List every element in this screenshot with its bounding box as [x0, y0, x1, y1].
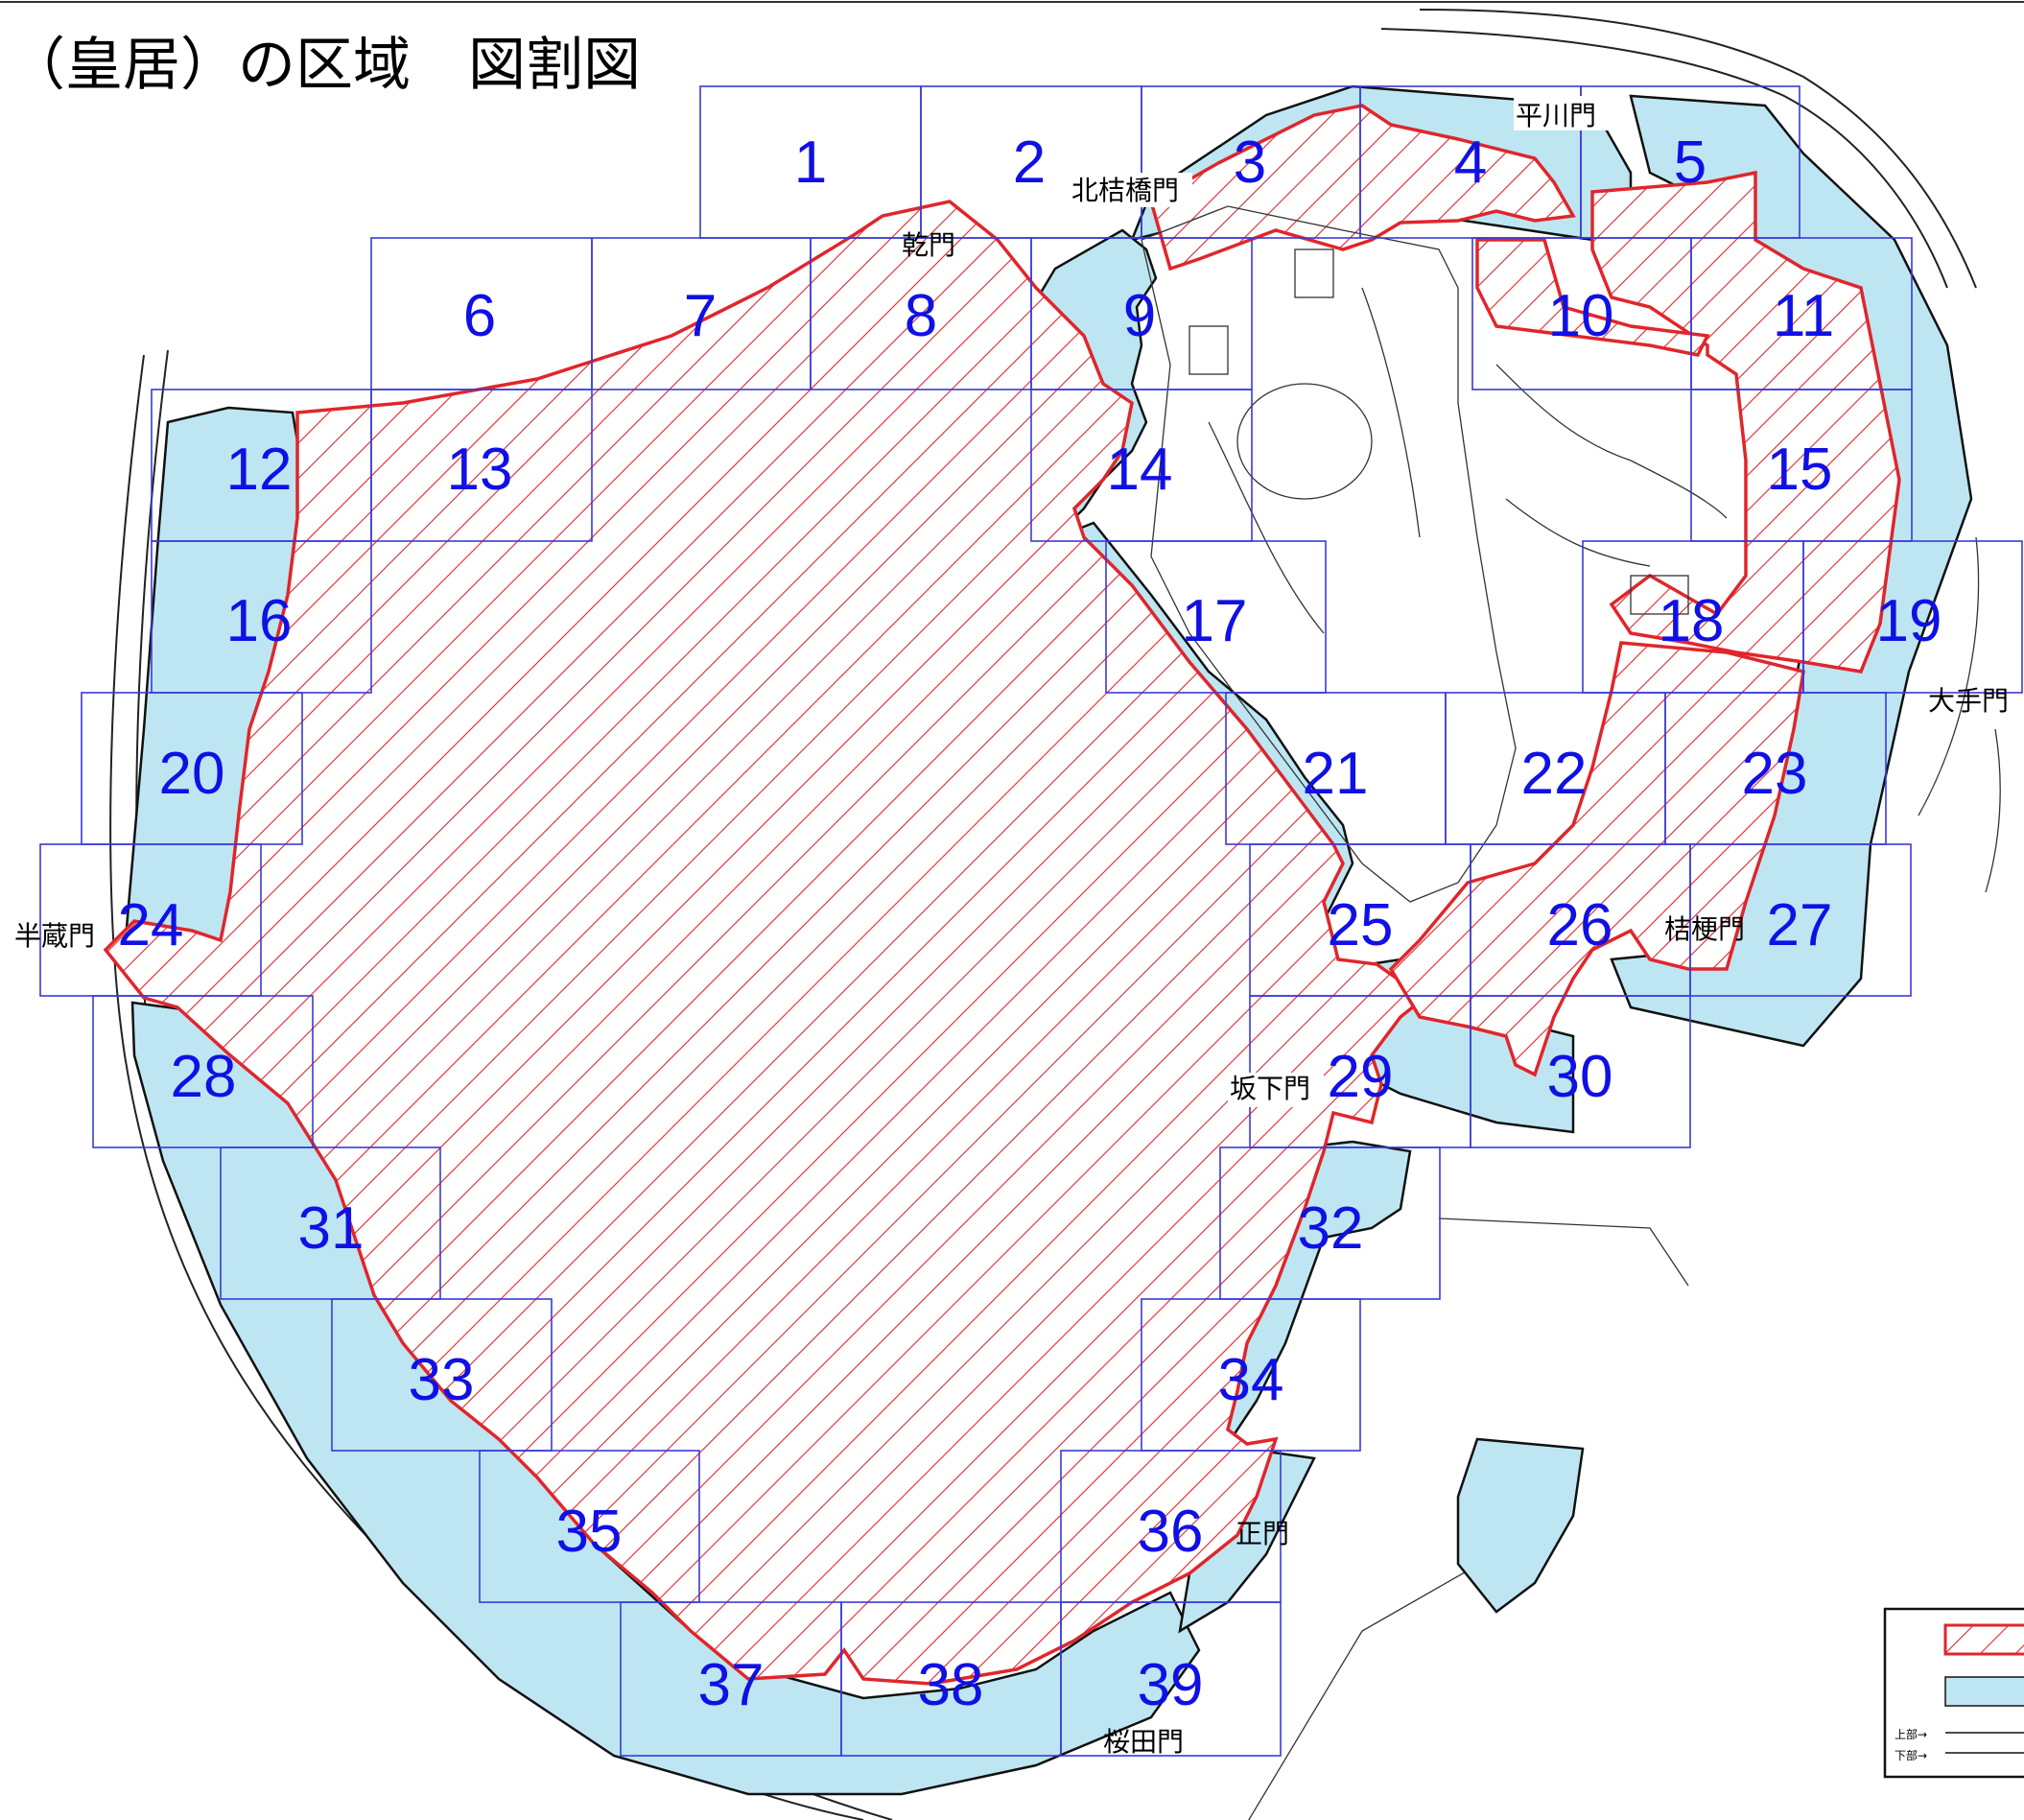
section-label: 22 — [1521, 741, 1588, 807]
section-label: 14 — [1107, 437, 1173, 503]
section-label: 4 — [1454, 130, 1487, 196]
section-label: 12 — [226, 437, 293, 503]
section-label: 18 — [1659, 588, 1725, 654]
legend-box: 上部→ 下部→ — [1883, 1607, 2024, 1779]
section-label: 17 — [1182, 588, 1248, 654]
section-label: 2 — [1013, 130, 1046, 196]
hatched-areas — [103, 104, 1901, 1686]
legend-hatch-swatch — [1943, 1623, 2024, 1656]
section-label: 39 — [1138, 1652, 1204, 1718]
inner-grounds — [1141, 205, 1728, 903]
gate-label-kikyomon: 桔梗門 — [1664, 913, 1745, 945]
gate-label-inui: 乾門 — [902, 229, 955, 261]
section-labels: 1 2 3 4 5 6 7 8 9 10 11 12 13 14 15 16 1… — [118, 130, 1942, 1718]
section-label: 28 — [171, 1044, 237, 1110]
section-label: 36 — [1138, 1499, 1204, 1565]
gate-labels: 平川門 北桔橋門 乾門 大手門 半蔵門 桔梗門 坂下門 正門 桜田門 — [14, 96, 2009, 1758]
section-label: 8 — [905, 283, 937, 349]
section-label: 11 — [1773, 283, 1834, 349]
section-label: 19 — [1876, 588, 1942, 654]
section-label: 33 — [409, 1347, 475, 1413]
section-label: 25 — [1328, 892, 1394, 958]
legend-upper-label: 上部→ — [1895, 1727, 1927, 1741]
section-label: 13 — [447, 437, 513, 503]
section-label: 6 — [463, 283, 496, 349]
gate-label-kitahanebashi: 北桔橋門 — [1071, 175, 1179, 206]
section-grid — [39, 85, 2023, 1757]
section-label: 27 — [1767, 892, 1833, 958]
legend-moat-swatch — [1944, 1676, 2024, 1707]
section-label: 1 — [794, 130, 827, 196]
gate-label-seimon: 正門 — [1236, 1518, 1289, 1549]
section-label: 32 — [1298, 1195, 1364, 1262]
gate-label-sakashitamon: 坂下門 — [1230, 1073, 1310, 1104]
section-label: 9 — [1123, 283, 1156, 349]
section-label: 7 — [684, 283, 717, 349]
section-label: 31 — [298, 1195, 365, 1262]
gate-label-hirakawa: 平川門 — [1516, 100, 1596, 131]
section-label: 35 — [556, 1499, 623, 1565]
section-label: 5 — [1674, 130, 1706, 196]
section-label: 16 — [226, 588, 293, 654]
section-label: 3 — [1234, 130, 1266, 196]
section-label: 21 — [1303, 741, 1369, 807]
section-label: 34 — [1218, 1347, 1284, 1413]
section-label: 23 — [1742, 741, 1808, 807]
section-label: 38 — [918, 1652, 984, 1718]
section-label: 20 — [159, 741, 225, 807]
section-label: 15 — [1767, 437, 1833, 503]
section-label: 24 — [118, 892, 184, 958]
section-label: 37 — [698, 1652, 765, 1718]
gate-label-otemon: 大手門 — [1928, 685, 2009, 717]
gate-label-sakuradamon: 桜田門 — [1103, 1726, 1184, 1758]
section-label: 30 — [1547, 1044, 1613, 1110]
map-title: （皇居）の区域 図割図 — [8, 32, 641, 99]
section-label: 26 — [1547, 892, 1613, 958]
legend-lower-label: 下部→ — [1895, 1748, 1927, 1762]
section-label: 10 — [1548, 283, 1614, 349]
gate-label-hanzomon: 半蔵門 — [14, 920, 95, 952]
section-label: 29 — [1328, 1044, 1394, 1110]
